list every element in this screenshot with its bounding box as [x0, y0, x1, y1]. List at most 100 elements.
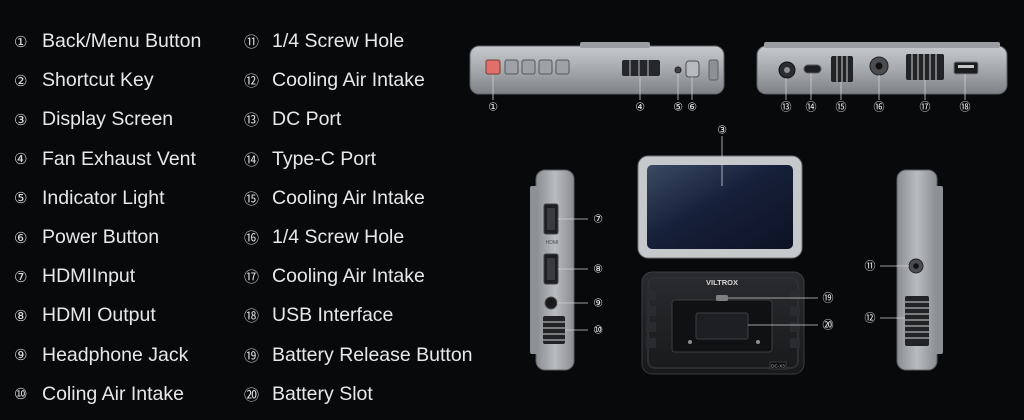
- fan-exhaust-vent: [622, 60, 660, 76]
- callout-5: ⑤: [673, 101, 683, 114]
- callout-1: ①: [488, 101, 498, 114]
- callout-4: ④: [635, 101, 645, 114]
- back-panel-block: [790, 306, 800, 316]
- top-view-ridge: [580, 42, 650, 48]
- brand-logo: VILTROX: [706, 278, 738, 287]
- back-panel-block: [790, 290, 800, 300]
- leader-lines: [492, 73, 966, 331]
- legend-item: ⑮ Cooling Air Intake: [244, 179, 473, 218]
- legend-number: ⑧: [14, 306, 28, 325]
- back-menu-button: [485, 59, 501, 75]
- legend-label: Cooling Air Intake: [272, 69, 425, 92]
- back-panel-block: [646, 290, 656, 300]
- legend-label: HDMIInput: [42, 265, 136, 288]
- legend-label: Indicator Light: [42, 186, 165, 209]
- device-front-view: [637, 155, 803, 259]
- callout-6: ⑥: [687, 101, 697, 114]
- type-c-port: [803, 64, 822, 74]
- legend-label: Type-C Port: [272, 147, 377, 170]
- legend-number: ④: [14, 150, 28, 169]
- display-screen: [647, 165, 793, 249]
- back-panel-block: [790, 338, 800, 348]
- back-panel-block: [646, 322, 656, 332]
- legend-number: ⑥: [14, 228, 28, 247]
- legend-number: ②: [14, 71, 28, 90]
- legend-item: ⑲ Battery Release Button: [244, 336, 473, 375]
- legend-item: ⑫ Cooling Air Intake: [244, 61, 473, 100]
- back-panel-block: [646, 338, 656, 348]
- legend-item: ⑤ Indicator Light: [14, 179, 201, 218]
- legend-number: ⑫: [244, 72, 260, 91]
- legend-number: ⑱: [244, 307, 260, 326]
- legend-number: ⑬: [244, 111, 260, 130]
- legend-number: ⑩: [14, 385, 28, 404]
- callout-3: ③: [717, 124, 727, 137]
- legend-label: Cooling Air Intake: [272, 186, 425, 209]
- shortcut-key: [504, 59, 519, 75]
- cooling-air-intake-15: [831, 56, 853, 82]
- screw-hole-center: [913, 263, 919, 269]
- legend-number: ⑪: [244, 33, 260, 52]
- cooling-air-intake-17: [906, 54, 944, 80]
- legend-label: Display Screen: [42, 108, 174, 131]
- legend-number: ⑦: [14, 267, 28, 286]
- battery-slot-plate: [695, 312, 749, 340]
- legend-number: ⑭: [244, 150, 260, 169]
- callout-9: ⑨: [593, 297, 603, 310]
- model-badge: [769, 361, 787, 370]
- hdmi-input-slot: [547, 208, 555, 230]
- callout-11: ⑪: [865, 260, 876, 273]
- legend-item: ⑯ 1/4 Screw Hole: [244, 218, 473, 257]
- legend-label: Coling Air Intake: [42, 382, 184, 405]
- callout-16: ⑯: [874, 101, 885, 114]
- legend-item: ⑨ Headphone Jack: [14, 336, 201, 375]
- legend-label: Headphone Jack: [42, 343, 189, 366]
- legend-number: ⑨: [14, 346, 28, 365]
- dc-port-pin: [784, 67, 790, 73]
- model-badge-text: DC-X3: [771, 364, 785, 369]
- usb-interface-tongue: [958, 65, 974, 68]
- legend-number: ⑲: [244, 346, 260, 365]
- left-side-rail: [530, 186, 538, 354]
- right-side-rail: [935, 186, 943, 354]
- legend-item: ⑦ HDMIInput: [14, 257, 201, 296]
- callout-19: ⑲: [823, 292, 834, 305]
- legend-number: ③: [14, 110, 28, 129]
- callout-labels: ① ④ ⑤ ⑥ ⑬ ⑭ ⑮ ⑯ ⑰ ⑱ ③ ⑦ ⑧ ⑨ ⑩ ⑪ ⑫ ⑲ ⑳: [488, 101, 970, 337]
- callout-18: ⑱: [960, 101, 971, 114]
- legend-label: Power Button: [42, 226, 160, 249]
- legend-number: ①: [14, 32, 28, 51]
- legend-item: ⑧ HDMI Output: [14, 296, 201, 335]
- callout-10: ⑩: [593, 324, 603, 337]
- legend-label: DC Port: [272, 108, 342, 131]
- battery-contact: [756, 340, 760, 344]
- shortcut-key: [538, 59, 553, 75]
- legend-number: ⑤: [14, 189, 28, 208]
- callout-7: ⑦: [593, 213, 603, 226]
- legend-item: ③ Display Screen: [14, 100, 201, 139]
- battery-release-button: [716, 295, 728, 301]
- battery-contact: [688, 340, 692, 344]
- legend-label: 1/4 Screw Hole: [272, 226, 405, 249]
- legend-item: ⑭ Type-C Port: [244, 140, 473, 179]
- legend-label: HDMI Output: [42, 304, 156, 327]
- legend-item: ⑥ Power Button: [14, 218, 201, 257]
- callout-14: ⑭: [806, 101, 817, 114]
- legend-label: Battery Release Button: [272, 343, 473, 366]
- cooling-air-intake-10: [543, 316, 565, 344]
- device-connector-view: [756, 42, 1008, 95]
- top-view-side-cap: [708, 59, 719, 81]
- legend-number: ⑮: [244, 189, 260, 208]
- callout-15: ⑮: [836, 101, 847, 114]
- legend-number: ⑯: [244, 229, 260, 248]
- shortcut-key: [555, 59, 570, 75]
